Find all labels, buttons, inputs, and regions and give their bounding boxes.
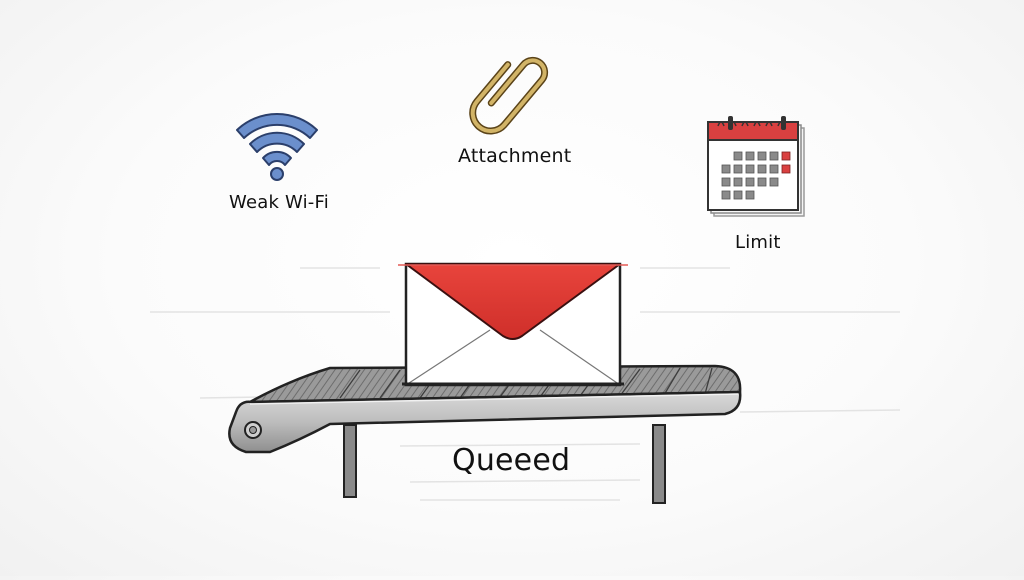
conveyor-legs (343, 424, 666, 504)
background-sketch-lines (150, 267, 901, 501)
attachment-label: Attachment (458, 145, 572, 167)
weak-wifi-label: Weak Wi-Fi (229, 192, 329, 213)
calendar-icon (707, 116, 805, 217)
wifi-icon (236, 113, 318, 181)
limit-label: Limit (735, 232, 781, 253)
queued-status-label: Queeed (452, 443, 571, 478)
paperclip-icon (469, 56, 549, 135)
envelope-icon (398, 262, 628, 387)
